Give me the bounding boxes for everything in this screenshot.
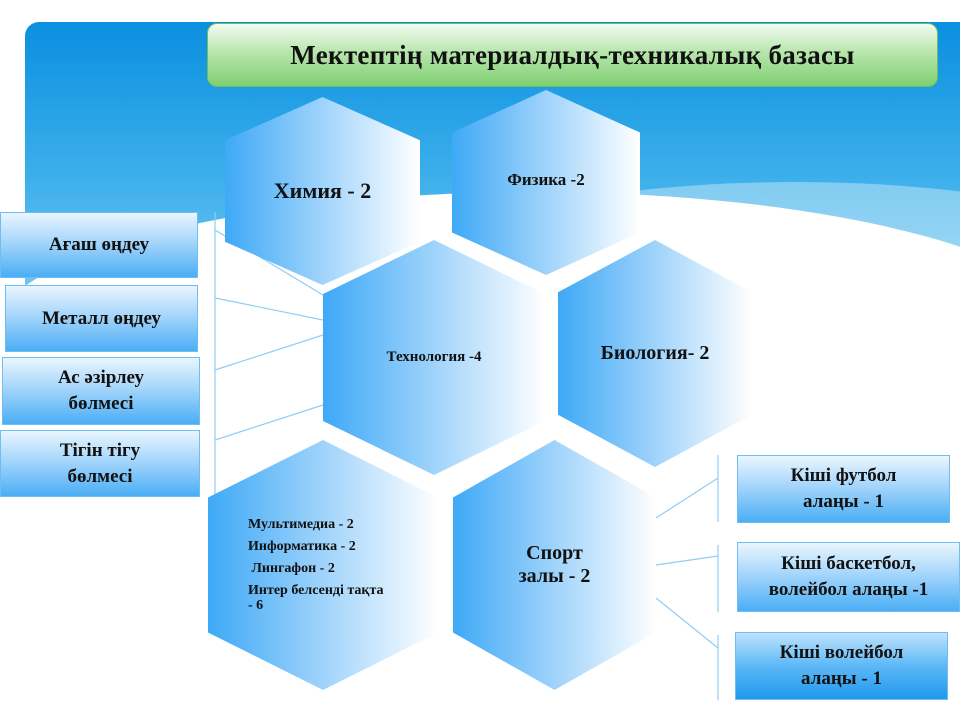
hex-item: Лингафон - 2 [248,560,335,576]
room-box: Ас әзірлеу бөлмесі [2,357,200,425]
hex-label: Физика -2 [507,170,585,189]
slide-title: Мектептің материалдық-техникалық базасы [207,23,938,87]
hex-label: Биология- 2 [600,342,710,364]
room-box: Ағаш өңдеу [0,212,198,278]
sport-field-box: Кіші волейбол алаңы - 1 [735,632,948,700]
room-box: Тігін тігу бөлмесі [0,430,200,497]
hex-label: Спорт залы - 2 [518,542,591,587]
room-box: Металл өңдеу [5,285,198,352]
hex-chemistry: Химия - 2 [225,97,420,285]
sport-field-box: Кіші баскетбол, волейбол алаңы -1 [737,542,960,612]
hex-item: Мультимедиа - 2 [248,516,354,532]
hex-physics: Физика -2 [452,90,640,275]
hex-multimedia: Мультимедиа - 2 Информатика - 2 Лингафон… [208,440,438,690]
hex-label: Химия - 2 [273,178,372,203]
hex-sport: Спорт залы - 2 [453,440,656,690]
hex-technology: Технология -4 [323,240,545,475]
hex-item: Интер белсенді тақта - 6 [248,582,384,613]
sport-field-box: Кіші футбол алаңы - 1 [737,455,950,523]
hex-biology: Биология- 2 [558,240,752,467]
hex-item: Информатика - 2 [248,538,356,554]
hex-label: Технология -4 [386,349,482,365]
